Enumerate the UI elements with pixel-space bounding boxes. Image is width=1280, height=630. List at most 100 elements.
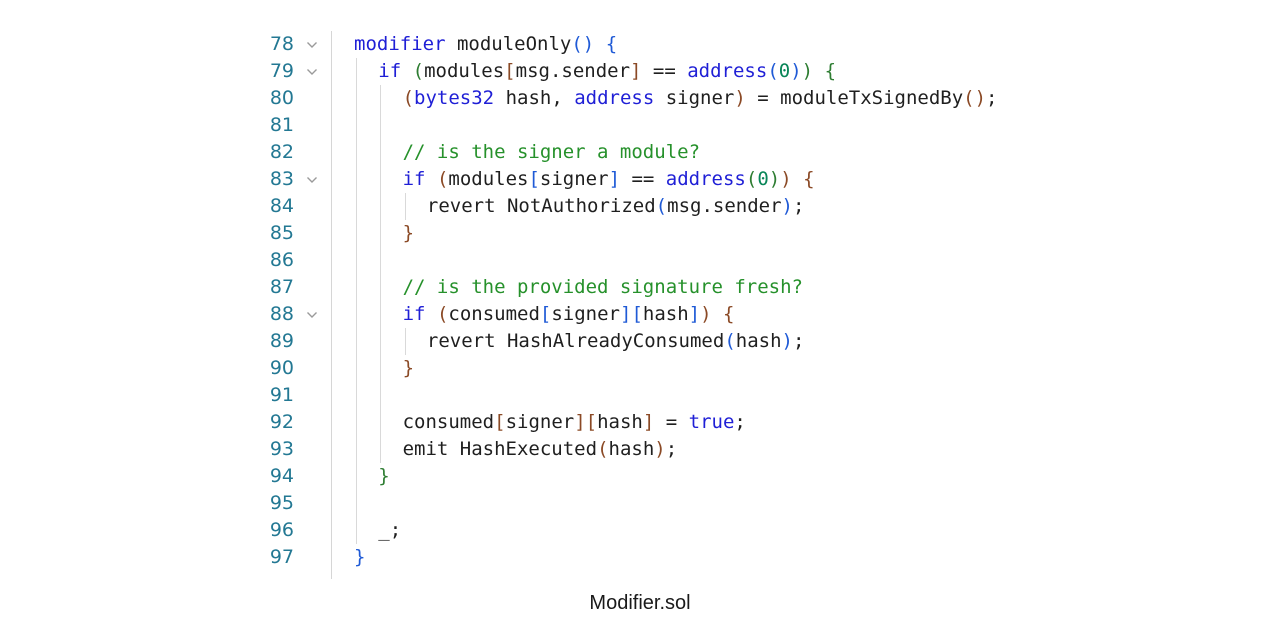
code-text: } xyxy=(354,544,365,571)
code-line: 91 xyxy=(250,382,1050,409)
chevron-down-icon[interactable] xyxy=(306,66,318,78)
code-token: } xyxy=(354,546,366,568)
indent-guide xyxy=(380,409,382,436)
code-token: ( xyxy=(745,168,758,190)
code-token: address xyxy=(574,87,655,109)
code-token: ; xyxy=(665,438,678,460)
code-token: == xyxy=(641,60,688,82)
code-token: { xyxy=(605,33,618,55)
code-token: if xyxy=(402,303,426,325)
indent-guide xyxy=(404,193,406,220)
code-token: hash xyxy=(735,330,782,352)
line-number: 97 xyxy=(269,546,294,568)
code-token: signer xyxy=(539,168,609,190)
indent-guide xyxy=(356,463,357,490)
code-token: ( xyxy=(436,168,449,190)
code-line: 80(bytes32 hash, address signer) = modul… xyxy=(250,85,1050,112)
code-token: signer xyxy=(654,87,735,109)
code-text: if (consumed[signer][hash]) { xyxy=(403,301,735,328)
line-number: 87 xyxy=(269,276,294,298)
code-token: ; xyxy=(734,411,746,433)
code-token: ( xyxy=(767,60,779,82)
code-line: 94} xyxy=(250,463,1050,490)
code-text: // is the signer a module? xyxy=(403,139,700,166)
code-token: ) xyxy=(801,60,814,82)
code-token xyxy=(425,303,436,325)
code-token: ) xyxy=(780,168,792,190)
code-token xyxy=(712,303,723,325)
code-token: { xyxy=(824,60,837,82)
code-token: hash, xyxy=(494,87,575,109)
gutter-divider xyxy=(331,31,332,579)
code-token: ( xyxy=(597,438,609,460)
code-token: ; xyxy=(986,87,998,109)
line-number: 82 xyxy=(269,141,294,163)
code-token: revert NotAuthorized xyxy=(426,195,656,217)
code-token: { xyxy=(803,168,815,190)
indent-guide xyxy=(356,85,357,112)
line-number: 78 xyxy=(269,33,294,55)
code-token: msg.sender xyxy=(667,195,782,217)
indent-guide xyxy=(380,166,382,193)
code-token: [ xyxy=(631,303,643,325)
code-token xyxy=(594,33,605,55)
indent-guide xyxy=(356,382,357,409)
line-number: 86 xyxy=(269,249,294,271)
code-token: } xyxy=(402,222,415,244)
code-token: hash xyxy=(608,438,655,460)
code-token xyxy=(401,60,412,82)
code-text: } xyxy=(378,463,389,490)
code-text: } xyxy=(403,220,414,247)
code-text: consumed[signer][hash] = true; xyxy=(403,409,746,436)
line-number: 90 xyxy=(269,357,294,379)
code-token: // is the provided signature fresh? xyxy=(402,276,803,298)
indent-guide xyxy=(380,220,382,247)
code-token: ] xyxy=(608,168,621,190)
line-number: 96 xyxy=(269,519,294,541)
code-token: msg.sender xyxy=(515,60,631,82)
code-token: ] xyxy=(620,303,632,325)
code-token: modules xyxy=(424,60,505,82)
code-line: 96 _; xyxy=(250,517,1050,544)
code-line: 95 xyxy=(250,490,1050,517)
indent-guide xyxy=(380,355,382,382)
chevron-down-icon[interactable] xyxy=(306,39,318,51)
code-text: revert NotAuthorized(msg.sender); xyxy=(427,193,805,220)
code-token: ) xyxy=(734,87,746,109)
code-token: _; xyxy=(378,519,402,541)
code-token: hash xyxy=(597,411,643,433)
line-number: 88 xyxy=(269,303,294,325)
code-line: 97} xyxy=(250,544,1050,571)
code-token: = moduleTxSignedBy xyxy=(745,87,964,109)
code-token: emit HashExecuted xyxy=(402,438,598,460)
code-line: 82 // is the signer a module? xyxy=(250,139,1050,166)
chevron-down-icon[interactable] xyxy=(306,309,318,321)
line-number: 83 xyxy=(269,168,294,190)
code-text: } xyxy=(403,355,414,382)
code-token: signer xyxy=(505,411,575,433)
code-text: if (modules[signer] == address(0)) { xyxy=(403,166,815,193)
indent-guide xyxy=(356,301,357,328)
code-text: if (modules[msg.sender] == address(0)) { xyxy=(378,58,836,85)
code-text: (bytes32 hash, address signer) = moduleT… xyxy=(403,85,998,112)
code-token: [ xyxy=(585,411,598,433)
code-token: [ xyxy=(528,168,540,190)
code-text: modifier moduleOnly() { xyxy=(354,31,617,58)
code-token: () xyxy=(963,87,987,109)
indent-guide xyxy=(380,301,382,328)
code-token: bytes32 xyxy=(414,87,495,109)
code-token: } xyxy=(378,465,390,487)
code-token: if xyxy=(378,60,402,82)
indent-guide xyxy=(356,58,357,85)
indent-guide xyxy=(356,247,357,274)
line-number: 89 xyxy=(269,330,294,352)
code-line: 90} xyxy=(250,355,1050,382)
code-line: 87 // is the provided signature fresh? xyxy=(250,274,1050,301)
line-number: 85 xyxy=(269,222,294,244)
code-token xyxy=(792,168,803,190)
indent-guide xyxy=(380,247,382,274)
chevron-down-icon[interactable] xyxy=(306,174,318,186)
